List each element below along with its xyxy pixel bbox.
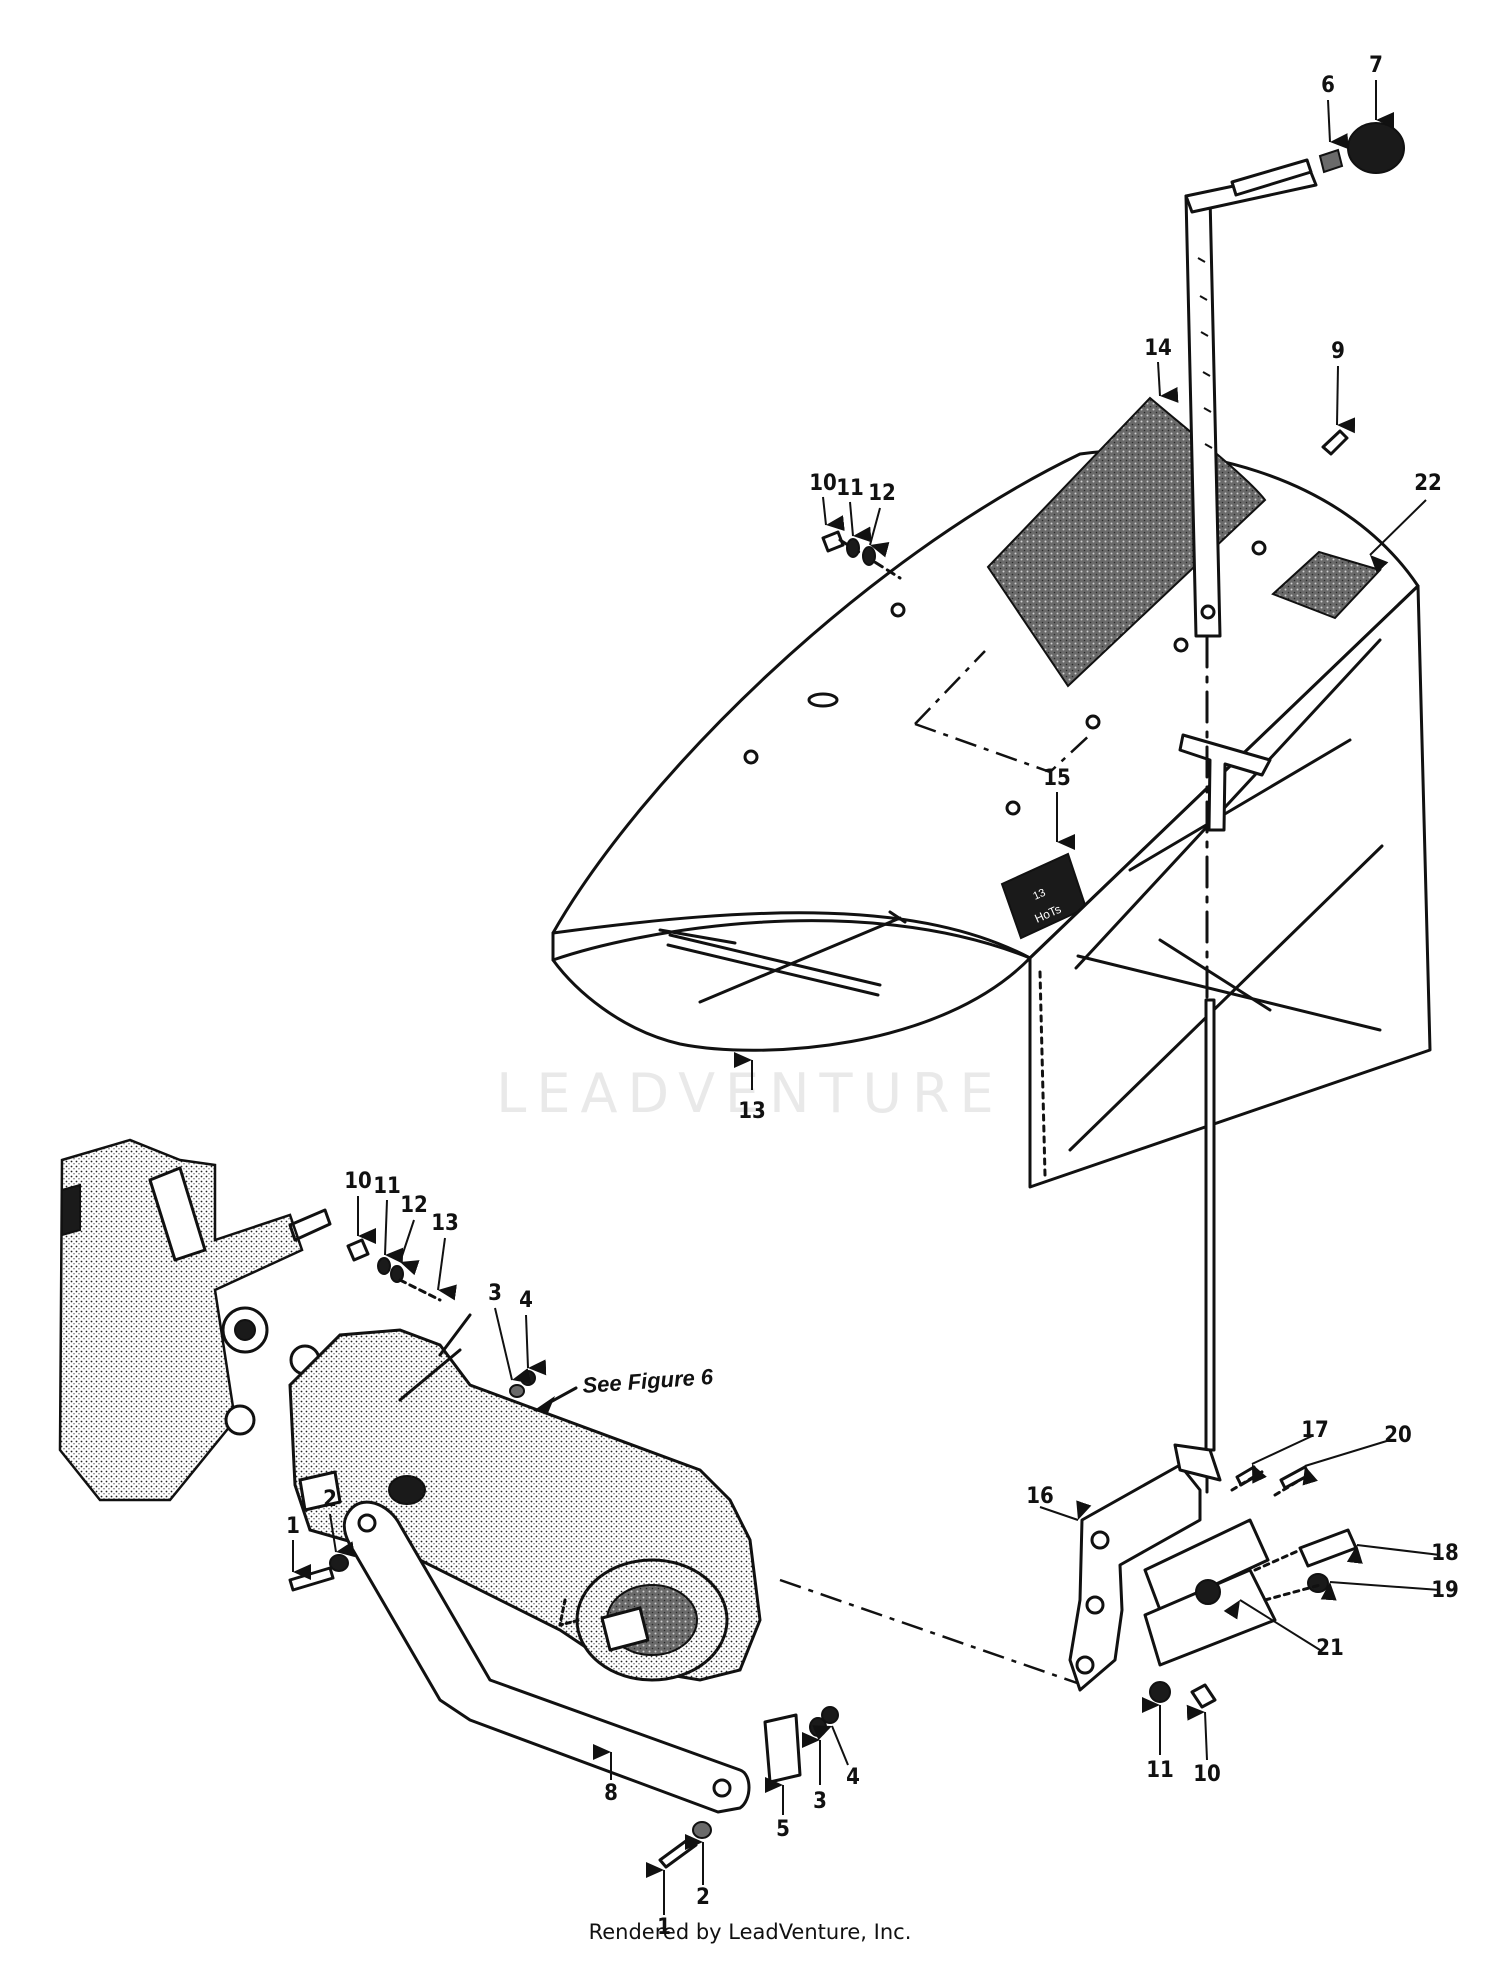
callout-label-c6: 6 xyxy=(1321,73,1335,98)
callout-label-c1a: 1 xyxy=(286,1514,300,1539)
callout-label-c12b: 12 xyxy=(400,1193,428,1218)
callout-label-c10c: 10 xyxy=(1193,1762,1221,1787)
mounting-bracket xyxy=(1068,1443,1358,1709)
callout-arrow-c11a xyxy=(849,501,872,543)
callout-label-c11b: 11 xyxy=(373,1174,401,1199)
callout-label-c13b: 13 xyxy=(431,1211,459,1236)
callout-label-c3a: 3 xyxy=(488,1281,502,1306)
callout-label-c16: 16 xyxy=(1026,1484,1054,1509)
callout-label-c12a: 12 xyxy=(868,481,896,506)
callout-label-c20: 20 xyxy=(1384,1423,1412,1448)
callout-arrow-c14 xyxy=(1157,361,1179,403)
callout-label-c4a: 4 xyxy=(519,1288,533,1313)
screw-9 xyxy=(1321,429,1349,456)
callout-label-c11c: 11 xyxy=(1146,1758,1174,1783)
callout-arrow-c17 xyxy=(1251,1435,1313,1484)
callout-arrow-c10c xyxy=(1186,1704,1208,1761)
callout-arrow-c18 xyxy=(1346,1544,1441,1564)
watermark-text: LEADVENTURE xyxy=(496,1062,1003,1125)
see-figure-arrowhead xyxy=(533,1396,555,1413)
upper-bolt-set xyxy=(821,530,902,580)
callout-label-c3b: 3 xyxy=(813,1789,827,1814)
tiller-frame xyxy=(58,1138,332,1502)
callout-label-c1b: 1 xyxy=(657,1915,671,1940)
callout-arrow-c13b xyxy=(437,1237,457,1301)
callout-arrow-c3a xyxy=(494,1307,532,1384)
knob-assembly xyxy=(1230,122,1405,197)
callout-label-c7: 7 xyxy=(1369,53,1383,78)
callout-label-c22: 22 xyxy=(1414,471,1442,496)
callout-arrow-c11b xyxy=(384,1199,404,1264)
centerline xyxy=(779,1578,1081,1686)
rear-flap-panel xyxy=(1028,584,1432,1189)
see-figure-note: See Figure 6 xyxy=(582,1364,715,1398)
callout-label-c14: 14 xyxy=(1144,336,1172,361)
callout-arrow-c4a xyxy=(525,1314,547,1376)
callout-label-c8: 8 xyxy=(604,1781,618,1806)
callout-label-c19: 19 xyxy=(1431,1578,1459,1603)
callout-label-c13a: 13 xyxy=(738,1099,766,1124)
callout-label-c18: 18 xyxy=(1431,1541,1459,1566)
callout-label-c2a: 2 xyxy=(323,1487,337,1512)
callout-arrow-c12b xyxy=(399,1219,420,1276)
callout-arrow-c20 xyxy=(1302,1439,1391,1486)
callout-arrow-c12a xyxy=(869,507,890,558)
callout-label-c5b: 5 xyxy=(776,1817,790,1842)
callout-label-c9: 9 xyxy=(1331,339,1345,364)
callout-arrow-c21 xyxy=(1223,1599,1321,1651)
callout-label-c10a: 10 xyxy=(809,471,837,496)
callout-label-c11a: 11 xyxy=(836,476,864,501)
callout-arrow-c19 xyxy=(1320,1581,1441,1601)
callout-arrow-c4b xyxy=(812,1725,849,1766)
callout-label-c15: 15 xyxy=(1043,766,1071,791)
decal-text-1: 13 xyxy=(1031,887,1047,903)
callout-arrow-c2a xyxy=(329,1513,356,1558)
callout-label-c17: 17 xyxy=(1301,1418,1329,1443)
callout-label-c4b: 4 xyxy=(846,1765,860,1790)
footer-credit: Rendered by LeadVenture, Inc. xyxy=(588,1920,912,1944)
callout-arrow-c10a xyxy=(822,496,845,532)
callout-label-c10b: 10 xyxy=(344,1169,372,1194)
callout-arrow-c22 xyxy=(1369,499,1427,574)
lower-bolt-set xyxy=(346,1238,536,1398)
callout-label-c2b: 2 xyxy=(696,1885,710,1910)
callout-label-c21: 21 xyxy=(1316,1636,1344,1661)
callout-arrow-c6 xyxy=(1327,99,1349,150)
callout-arrow-c16 xyxy=(1039,1500,1092,1521)
callout-arrow-c9 xyxy=(1336,365,1356,434)
